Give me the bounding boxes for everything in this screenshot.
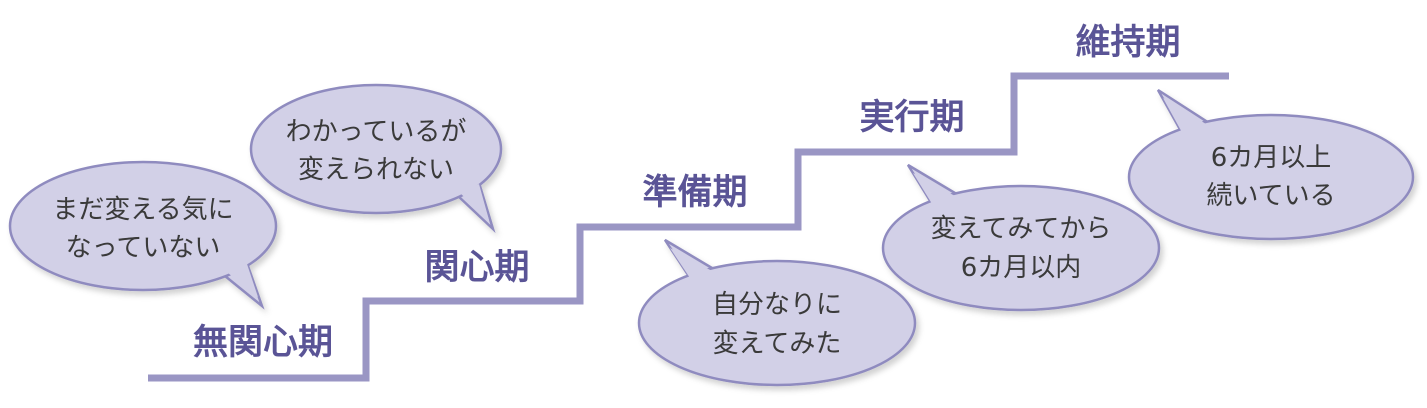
bubble-text-line2: 変えてみた xyxy=(713,329,842,359)
bubble-text-line2: 変えられない xyxy=(298,155,454,185)
speech-bubble-action xyxy=(881,163,1161,312)
stage-label-preparation: 準備期 xyxy=(642,173,747,213)
speech-bubble-maintenance xyxy=(1127,88,1415,241)
speech-bubble-contemplation xyxy=(249,83,503,234)
stage-label-contemplation: 関心期 xyxy=(424,248,529,288)
bubble-text-line1: 自分なりに xyxy=(712,290,842,320)
bubble-text-line1: わかっているが xyxy=(286,117,467,147)
stage-label-precontemplation: 無関心期 xyxy=(193,323,333,363)
bubble-text-line1: 変えてみてから xyxy=(931,214,1112,244)
speech-bubble-precontemplation xyxy=(8,160,278,310)
bubble-text-line1: まだ変える気に xyxy=(52,195,233,225)
stage-label-action: 実行期 xyxy=(859,98,964,138)
bubble-text-line2: 6カ月以内 xyxy=(961,253,1082,283)
bubble-text-line2: なっていない xyxy=(66,233,221,263)
speech-bubble-preparation xyxy=(637,238,917,387)
bubble-text-line1: 6カ月以上 xyxy=(1211,143,1332,173)
stage-label-maintenance: 維持期 xyxy=(1075,23,1180,63)
bubble-text-line2: 続いている xyxy=(1206,181,1335,211)
staircase-line xyxy=(148,72,1229,382)
